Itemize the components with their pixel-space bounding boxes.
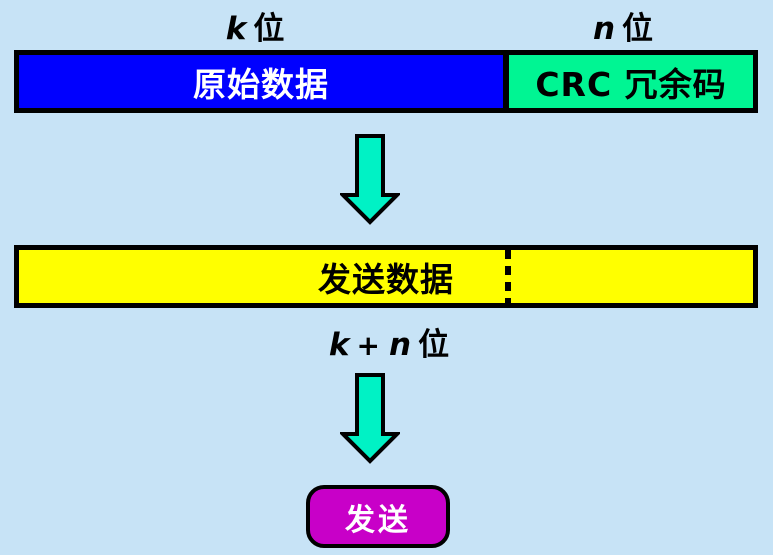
crc-code-label: CRC 冗余码	[535, 64, 727, 104]
send-button-label: 发送	[345, 502, 411, 538]
send-data-label: 发送数据	[318, 259, 454, 299]
n-variable: n	[592, 11, 616, 47]
down-arrow-shape	[340, 373, 400, 464]
k-variable: k	[225, 11, 247, 47]
k-unit: 位	[253, 11, 285, 47]
data-frame-bar: 原始数据 CRC 冗余码	[14, 50, 758, 113]
k-variable: k	[328, 327, 350, 363]
down-arrow-icon	[340, 134, 400, 225]
crc-code-segment: CRC 冗余码	[509, 55, 753, 108]
sum-unit: 位	[418, 327, 450, 363]
down-arrow-shape	[340, 134, 400, 225]
down-arrow-icon	[340, 373, 400, 464]
plus-sign: +	[356, 329, 380, 362]
original-data-label: 原始数据	[193, 64, 329, 104]
send-button: 发送	[306, 485, 450, 548]
k-n-boundary-dashed-line	[505, 250, 511, 303]
n-unit: 位	[622, 11, 654, 47]
send-data-bar: 发送数据	[14, 245, 758, 308]
original-data-segment: 原始数据	[19, 55, 509, 108]
n-variable: n	[389, 327, 412, 363]
